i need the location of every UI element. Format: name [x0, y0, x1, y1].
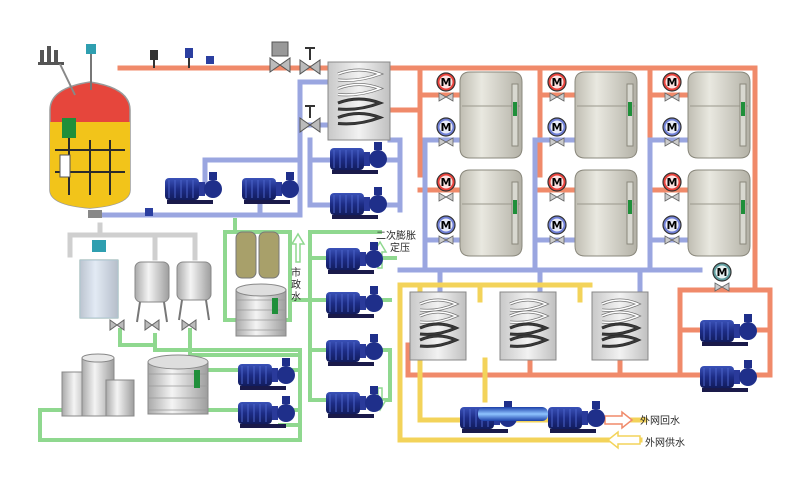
storage-tank — [687, 169, 751, 257]
motor-valve-letter: M — [717, 266, 728, 279]
motor-valve-letter: M — [552, 121, 563, 134]
water-treatment — [61, 231, 287, 417]
centrifugal-pump — [165, 172, 222, 204]
motor-valve-letter: M — [552, 76, 563, 89]
plate-heat-exchanger — [327, 61, 391, 141]
pipe-instruments — [145, 48, 214, 216]
motor-valve-icon: M — [662, 215, 682, 245]
motor-valve-icon: M — [547, 72, 567, 102]
inlet-valves — [109, 319, 197, 331]
centrifugal-pump — [238, 358, 295, 390]
motor-valve-letter: M — [441, 176, 452, 189]
deaerator-vessel — [38, 44, 131, 218]
centrifugal-pump — [326, 242, 383, 274]
motor-valve-letter: M — [552, 176, 563, 189]
storage-tank — [574, 169, 638, 257]
motor-valve-letter: M — [552, 219, 563, 232]
motor-valve-icon: M — [547, 172, 567, 202]
motor-valve-icon: M — [712, 262, 732, 292]
motor-valve-letter: M — [667, 176, 678, 189]
motor-valve-icon: M — [436, 72, 456, 102]
storage-tank — [459, 169, 523, 257]
municipal-water-arrow — [290, 232, 306, 263]
steel-vessel-2 — [176, 261, 212, 321]
pumps — [165, 142, 757, 433]
hot-pipes — [117, 65, 773, 378]
municipal-label-2: 政 — [291, 278, 301, 291]
outer-network-header — [478, 407, 548, 421]
outer-supply-label: 外网供水 — [645, 436, 685, 449]
ribbed-tank-small — [235, 283, 287, 337]
plate-heat-exchanger — [409, 291, 467, 361]
labels: 二次膨胀 定压 市 政 水 外网回水 外网供水 — [291, 229, 685, 449]
centrifugal-pump — [326, 286, 383, 318]
motor-valve-letter: M — [441, 76, 452, 89]
centrifugal-pump — [326, 334, 383, 366]
motor-valve-icon: M — [547, 215, 567, 245]
storage-tank — [687, 71, 751, 159]
motor-valve-icon: M — [436, 215, 456, 245]
motor-valve-letter: M — [667, 219, 678, 232]
motor-valves: M M M M M M M M M M M M M — [436, 72, 732, 292]
motor-valve-icon: M — [662, 117, 682, 147]
heat-exchangers — [327, 61, 649, 361]
grey-pipes — [67, 222, 198, 261]
motor-valve-icon: M — [662, 72, 682, 102]
motor-valve-icon: M — [547, 117, 567, 147]
raw-water-tanks — [61, 353, 135, 417]
storage-tank — [459, 71, 523, 159]
centrifugal-pump — [242, 172, 299, 204]
centrifugal-pump — [700, 360, 757, 392]
expansion-label-line1: 二次膨胀 — [376, 229, 416, 242]
plate-heat-exchanger — [591, 291, 649, 361]
outer-return-label: 外网回水 — [640, 415, 680, 427]
centrifugal-pump — [330, 187, 387, 219]
centrifugal-pump — [238, 396, 295, 428]
municipal-label-3: 水 — [291, 291, 301, 303]
steel-vessel-1 — [134, 261, 170, 323]
storage-tanks — [459, 71, 751, 257]
agitator-motor — [62, 118, 76, 138]
centrifugal-pump — [330, 142, 387, 174]
level-sensor-icon — [86, 44, 96, 54]
ribbed-tank-large — [147, 354, 209, 415]
motor-valve-letter: M — [441, 121, 452, 134]
motor-valve-letter: M — [667, 76, 678, 89]
centrifugal-pump — [700, 314, 757, 346]
motor-valve-icon: M — [436, 117, 456, 147]
filter-column-1 — [235, 231, 257, 279]
centrifugal-pump — [326, 386, 383, 418]
control-valves — [269, 41, 321, 133]
motor-valve-letter: M — [441, 219, 452, 232]
outer-supply-arrow — [606, 430, 641, 450]
motor-valve-icon: M — [436, 172, 456, 202]
expansion-label-line2: 定压 — [390, 241, 410, 254]
storage-tank — [574, 71, 638, 159]
motor-valve-letter: M — [667, 121, 678, 134]
outer-return-arrow — [604, 410, 634, 430]
municipal-label-1: 市 — [291, 266, 301, 279]
motor-valve-icon: M — [662, 172, 682, 202]
centrifugal-pump — [548, 401, 605, 433]
filter-column-2 — [258, 231, 280, 279]
plate-heat-exchanger — [499, 291, 557, 361]
